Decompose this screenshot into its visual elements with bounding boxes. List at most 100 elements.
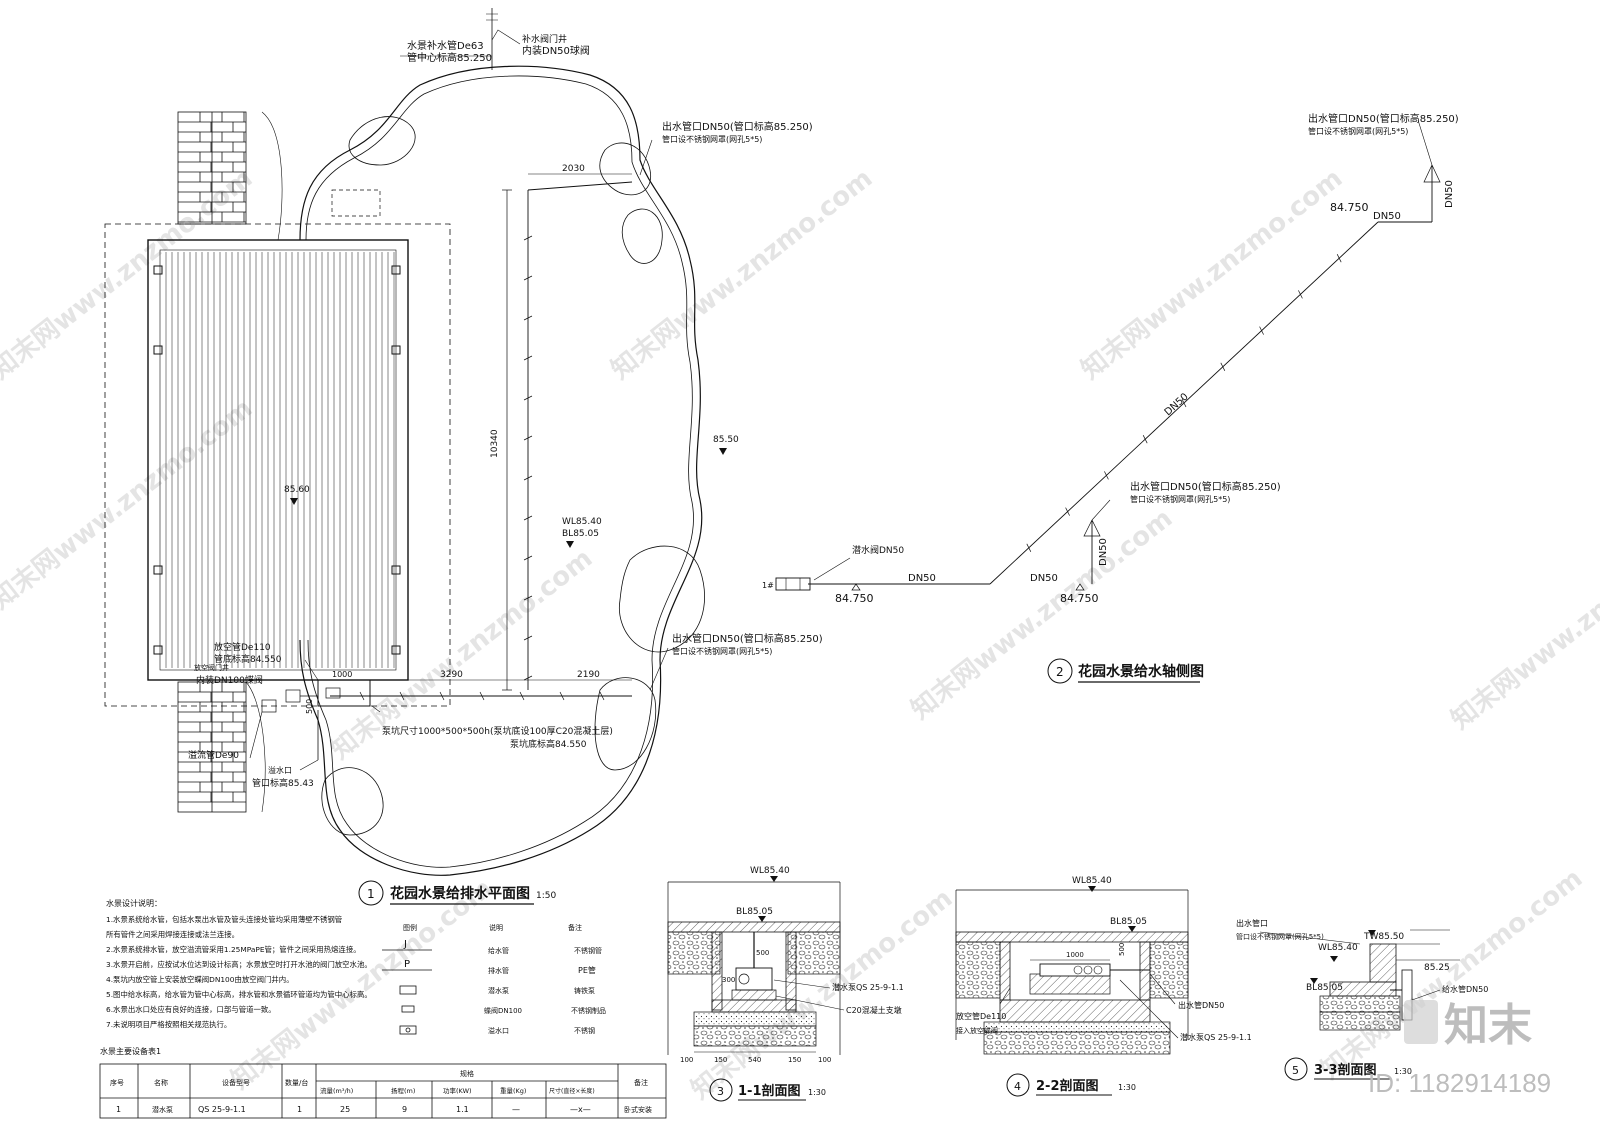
dim-500: 500 [305, 699, 314, 714]
s22-bl: BL85.05 [1110, 917, 1147, 927]
dim-2030: 2030 [562, 164, 585, 174]
s33-tw: TW85.50 [1363, 932, 1404, 942]
s22-title: 2-2剖面图 [1036, 1078, 1099, 1094]
stamp-logo-mark [1404, 1000, 1438, 1044]
s22-d1000: 1000 [1066, 951, 1084, 959]
equipment-title: 水景主要设备表1 [100, 1046, 161, 1056]
legend-desc: 蝶阀DN100 [484, 1006, 522, 1015]
watermark: 知末网www.znzmo.com [0, 393, 258, 615]
note-item: 所有管件之间采用焊接连接或法兰连接。 [106, 930, 239, 939]
s11-scale: 1:30 [808, 1088, 826, 1097]
label-vent-valve: 内装DN100蝶阀 [196, 674, 263, 686]
label-outlet-2: 出水管口DN50(管口标高85.250) [672, 632, 823, 645]
axon-dn50-f: DN50 [1444, 180, 1455, 208]
watermark-stamp: 知末 ID: 1182914189 [1368, 1000, 1551, 1098]
s11-wl: WL85.40 [750, 866, 790, 876]
title-marker-5 [1284, 1057, 1308, 1081]
s11-d500: 500 [756, 949, 769, 957]
label-pit-size: 泵坑尺寸1000*500*500h(泵坑底设100厚C20混凝土层) [382, 725, 613, 737]
s22-title-no: 4 [1014, 1080, 1021, 1093]
s11-d150a: 150 [714, 1056, 727, 1064]
rock [618, 545, 705, 653]
s33-e8525: 85.25 [1424, 963, 1450, 973]
s22-outlet: 出水管DN50 [1178, 1000, 1224, 1010]
deck-posts [153, 265, 401, 655]
legend-sym-j: J [403, 939, 407, 950]
axon-outlet-mid-mesh: 管口设不锈钢网罩(网孔5*5) [1130, 494, 1230, 504]
legend-header-symbol: 图例 [403, 923, 417, 932]
label-refill-valve-well: 补水阀门井 [522, 33, 567, 45]
watermark: 知末网www.znzmo.com [686, 883, 958, 1105]
s33-bl: BL85.05 [1306, 983, 1343, 993]
legend-note: PE管 [578, 965, 596, 975]
th-remark: 备注 [634, 1078, 648, 1087]
pump-axon [775, 577, 811, 591]
s33-scale: 1:30 [1394, 1067, 1412, 1076]
watermark: 知末网www.znzmo.com [1076, 163, 1348, 385]
dim-1000: 1000 [332, 670, 352, 679]
td-qty: 1 [297, 1105, 302, 1114]
axon-dn50-a: DN50 [908, 573, 936, 584]
td-no: 1 [116, 1105, 121, 1114]
label-vent-pipe: 放空管De110 [214, 641, 271, 653]
elev-pond-ground: 85.50 [713, 435, 739, 445]
legend-note: 铸铁泵 [574, 986, 595, 995]
plan-annotations: 水景补水管De63 管中心标高85.250 补水阀门井 内装DN50球阀 出水管… [188, 33, 823, 906]
td-power: 1.1 [456, 1105, 469, 1114]
label-pit-bottom: 泵坑底标高84.550 [510, 738, 587, 750]
s33-title: 3-3剖面图 [1314, 1062, 1377, 1078]
axon-dn50-c: DN50 [1373, 211, 1401, 222]
s22-pump: 潜水泵QS 25-9-1.1 [1180, 1032, 1252, 1042]
legend-desc: 排水管 [488, 966, 509, 975]
td-remark: 卧式安装 [624, 1105, 652, 1114]
plan-title-no: 1 [367, 887, 375, 901]
paving-strip [177, 111, 247, 813]
td-name: 潜水泵 [152, 1105, 173, 1114]
label-overflow-mouth: 溢水口 [268, 765, 292, 775]
stamp-id: ID: 1182914189 [1368, 1068, 1551, 1098]
section-1-1 [667, 876, 845, 1055]
axon-annotations: 出水管口DN50(管口标高85.250) 管口设不锈钢网罩(网孔5*5) 出水管… [762, 112, 1459, 684]
plan-title: 花园水景给排水平面图 [390, 885, 530, 902]
axon-outlet-mid: 出水管口DN50(管口标高85.250) [1130, 480, 1281, 493]
legend-sym-p: P [404, 959, 410, 970]
elev-wl: WL85.40 [562, 517, 602, 527]
s22-scale: 1:30 [1118, 1083, 1136, 1092]
legend-note: 不锈钢 [574, 1026, 595, 1035]
note-item: 3.水景开启前，应按试水位达到设计标高；水景放空时打开水池的阀门放空水池。 [106, 960, 372, 969]
legend-note: 不锈钢管 [574, 946, 602, 955]
s33-wl: WL85.40 [1318, 943, 1358, 953]
title-marker-4 [1006, 1073, 1030, 1097]
rock [594, 677, 657, 771]
axon-dn50-d: DN50 [1163, 391, 1191, 418]
th-no: 序号 [110, 1078, 124, 1087]
pond-edge-outer [299, 65, 703, 876]
th-flow: 流量(m³/h) [320, 1086, 353, 1095]
pump-section [735, 967, 773, 991]
note-item: 1.水景系统给水管，包括水泵出水管及管头连接处管均采用薄壁不锈钢管 [106, 915, 342, 924]
legend-desc: 给水管 [488, 946, 509, 955]
s33-pipe: 给水管DN50 [1442, 984, 1488, 994]
rock [621, 208, 663, 264]
dim-3290: 3290 [440, 670, 463, 680]
design-notes: 水景设计说明： 1.水景系统给水管，包括水泵出水管及管头连接处管均采用薄壁不锈钢… [106, 898, 372, 1029]
deck-outline-dashed [104, 223, 451, 707]
s11-d150b: 150 [788, 1056, 801, 1064]
axon-title-no: 2 [1056, 665, 1064, 679]
label-outlet-1-mesh: 管口设不锈钢网罩(网孔5*5) [662, 134, 762, 144]
s22-vent: 放空管De110 [956, 1011, 1006, 1021]
s33-mesh: 管口设不锈钢网罩(网孔5*5) [1236, 932, 1324, 941]
th-name: 名称 [154, 1078, 168, 1087]
title-marker-3 [709, 1078, 733, 1102]
axon-title: 花园水景给水轴侧图 [1078, 663, 1204, 680]
section-3-3 [1259, 929, 1460, 1031]
axon-pump-valve: 潜水阀DN50 [852, 544, 904, 556]
watermark: 知末网www.znzmo.com [0, 163, 258, 385]
th-size: 尺寸(直径×长度) [549, 1087, 595, 1095]
label-vent-elev: 管底标高84.550 [214, 653, 282, 665]
pond-edge-inner [305, 75, 694, 868]
th-weight: 重量(Kg) [500, 1087, 526, 1095]
axon-outlet-top: 出水管口DN50(管口标高85.250) [1308, 112, 1459, 125]
plan-scale: 1:50 [536, 891, 556, 901]
